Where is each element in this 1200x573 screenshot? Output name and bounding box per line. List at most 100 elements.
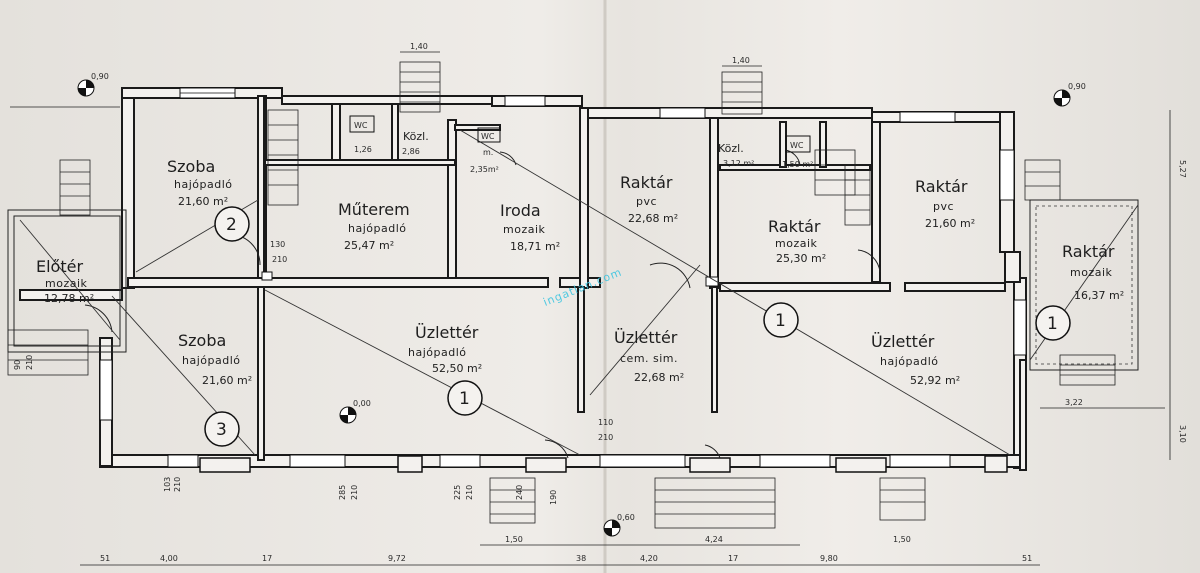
dim-open-5: 210 bbox=[25, 355, 34, 370]
marker-circle-3 bbox=[204, 411, 240, 447]
dim-open-7: 210 bbox=[598, 433, 613, 442]
level-entrance: 0,60 bbox=[617, 513, 635, 522]
marker-circle-1a bbox=[447, 380, 483, 416]
room-wc-2: WC m. 2,35m² bbox=[470, 127, 501, 174]
section-markers: 2 3 1 1 1 bbox=[204, 206, 1071, 447]
room-area: 2,35m² bbox=[470, 165, 499, 174]
dim-open-4: 90 bbox=[13, 360, 22, 370]
room-raktar-1: Raktár pvc 22,68 m² bbox=[620, 173, 678, 225]
dim-open-0: 103 bbox=[163, 477, 172, 492]
room-eloter: Előtér mozaik 12,78 m² bbox=[36, 257, 94, 305]
dim-stair-3: 4,24 bbox=[705, 535, 723, 544]
dim-open-8: 225 bbox=[453, 485, 462, 500]
room-area: 18,71 m² bbox=[510, 240, 560, 253]
room-uzletter-3: Üzlettér hajópadló 52,92 m² bbox=[871, 332, 960, 387]
dim-right-2: 3,22 bbox=[1065, 398, 1083, 407]
room-name: Előtér bbox=[36, 257, 83, 276]
dim-open-2: 130 bbox=[270, 240, 285, 249]
room-area: 22,68 m² bbox=[628, 212, 678, 225]
room-floor: hajópadló bbox=[408, 346, 467, 359]
room-area: 21,60 m² bbox=[178, 195, 228, 208]
room-name: Műterem bbox=[338, 200, 410, 219]
room-name: WC bbox=[354, 121, 368, 130]
room-name: Üzlettér bbox=[415, 323, 479, 342]
room-szoba-1: Szoba hajópadló 21,60 m² bbox=[167, 157, 233, 208]
room-area: 22,68 m² bbox=[634, 371, 684, 384]
room-name: Raktár bbox=[915, 177, 968, 196]
dim-stair-1: 1,40 bbox=[732, 56, 750, 65]
dim-open-13: 190 bbox=[549, 490, 558, 505]
room-floor: pvc bbox=[933, 200, 954, 213]
marker-3: 3 bbox=[216, 420, 227, 440]
room-raktar-4: Raktár mozaik 16,37 m² bbox=[1062, 242, 1124, 302]
room-name: Üzlettér bbox=[614, 328, 678, 347]
room-name: Raktár bbox=[1062, 242, 1115, 261]
eloter-annex bbox=[7, 199, 1139, 371]
room-kozl-1: Közl. 2,86 bbox=[402, 130, 429, 156]
marker-circle-2 bbox=[214, 206, 250, 242]
marker-1a: 1 bbox=[459, 389, 470, 409]
room-floor: hajópadló bbox=[880, 355, 939, 368]
room-wc-3: WC 1,50 m² bbox=[782, 135, 813, 169]
dim-bottom-2: 17 bbox=[262, 554, 272, 563]
room-floor: hajópadló bbox=[182, 354, 241, 367]
room-floor: mozaik bbox=[45, 277, 88, 290]
dim-stair-0: 1,40 bbox=[410, 42, 428, 51]
room-name: Közl. bbox=[718, 142, 744, 155]
room-area: 21,60 m² bbox=[202, 374, 252, 387]
dim-open-11: 210 bbox=[350, 485, 359, 500]
stairs bbox=[7, 61, 1116, 529]
dimension-lines bbox=[10, 51, 1171, 566]
dim-stair-4: 1,50 bbox=[893, 535, 911, 544]
room-floor: cem. sim. bbox=[620, 352, 678, 365]
room-iroda: Iroda mozaik 18,71 m² bbox=[500, 201, 560, 253]
dim-right-1: 3,10 bbox=[1178, 425, 1187, 443]
marker-1b: 1 bbox=[775, 311, 786, 331]
room-area: 21,60 m² bbox=[925, 217, 975, 230]
room-raktar-2: Raktár mozaik 25,30 m² bbox=[768, 217, 826, 265]
dimension-labels: 51 4,00 17 9,72 38 4,20 17 9,80 51 1,40 … bbox=[13, 42, 1187, 563]
room-area: 1,26 bbox=[354, 145, 372, 154]
room-area: 12,78 m² bbox=[44, 292, 94, 305]
room-uzletter-2: Üzlettér cem. sim. 22,68 m² bbox=[614, 328, 684, 384]
dim-open-6: 110 bbox=[598, 418, 613, 427]
dim-bottom-1: 4,00 bbox=[160, 554, 178, 563]
room-floor: hajópadló bbox=[174, 178, 233, 191]
dim-bottom-6: 17 bbox=[728, 554, 738, 563]
dim-bottom-5: 4,20 bbox=[640, 554, 658, 563]
room-area: 3,12 m² bbox=[723, 159, 754, 168]
room-area: 2,86 bbox=[402, 147, 420, 156]
dim-bottom-7: 9,80 bbox=[820, 554, 838, 563]
dim-bottom-0: 51 bbox=[100, 554, 110, 563]
room-area: 16,37 m² bbox=[1074, 289, 1124, 302]
section-lines bbox=[19, 129, 1139, 456]
room-name: WC bbox=[481, 132, 495, 141]
room-name: Közl. bbox=[403, 130, 429, 143]
room-name: WC bbox=[790, 141, 804, 150]
dim-open-3: 210 bbox=[272, 255, 287, 264]
level-markers: 0,90 0,90 0,00 0,60 bbox=[77, 72, 1086, 537]
dim-stair-2: 1,50 bbox=[505, 535, 523, 544]
room-area: 52,50 m² bbox=[432, 362, 482, 375]
level-nw: 0,90 bbox=[91, 72, 109, 81]
room-szoba-2: Szoba hajópadló 21,60 m² bbox=[178, 331, 252, 387]
room-name: Raktár bbox=[768, 217, 821, 236]
marker-2: 2 bbox=[226, 215, 237, 235]
room-floor: m. bbox=[483, 148, 493, 157]
room-name: Üzlettér bbox=[871, 332, 935, 351]
room-area: 25,47 m² bbox=[344, 239, 394, 252]
room-floor: mozaik bbox=[775, 237, 818, 250]
dim-open-9: 210 bbox=[465, 485, 474, 500]
room-wc-1: WC 1,26 bbox=[349, 115, 375, 154]
room-name: Raktár bbox=[620, 173, 673, 192]
dim-open-10: 285 bbox=[338, 485, 347, 500]
room-raktar-3: Raktár pvc 21,60 m² bbox=[915, 177, 975, 230]
dim-bottom-3: 9,72 bbox=[388, 554, 406, 563]
dim-open-12: 240 bbox=[515, 485, 524, 500]
dim-open-1: 210 bbox=[173, 477, 182, 492]
dim-right-0: 5,27 bbox=[1178, 160, 1187, 178]
marker-circle-1c bbox=[1035, 305, 1071, 341]
room-area: 25,30 m² bbox=[776, 252, 826, 265]
